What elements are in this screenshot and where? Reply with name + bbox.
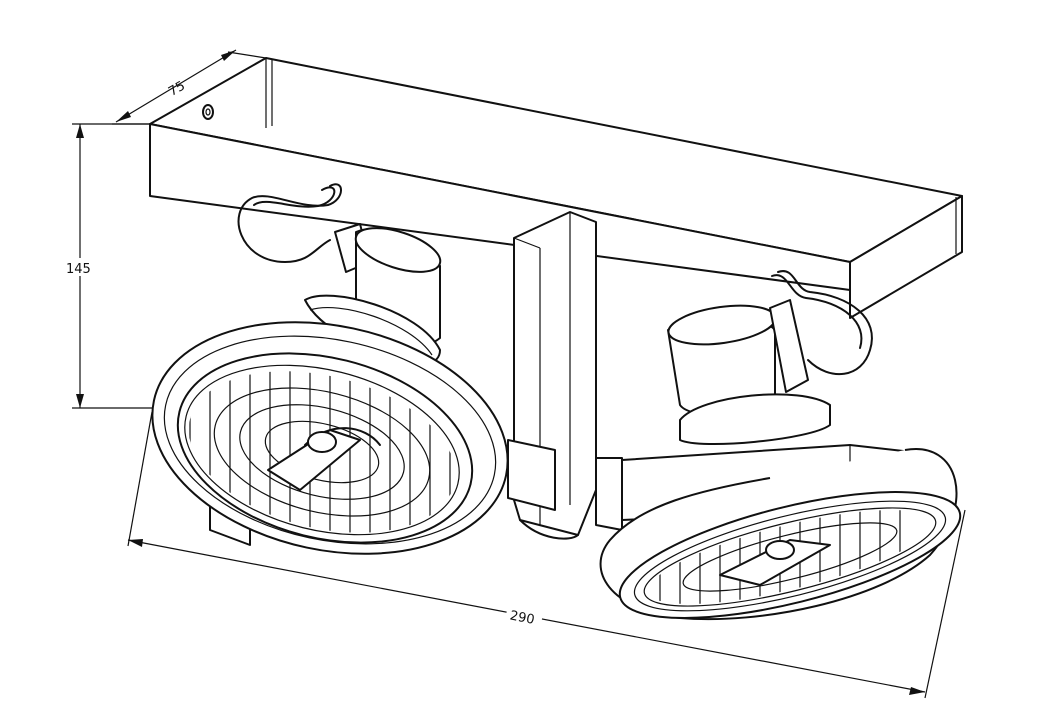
right-spotlight [599, 299, 962, 621]
left-spotlight [151, 223, 509, 559]
mounting-plate [149, 57, 963, 319]
left-reflector-icon [189, 360, 451, 559]
screw-hole-icon [202, 104, 214, 120]
dimension-height: 145 [64, 123, 152, 409]
center-bracket [507, 211, 623, 540]
dimension-length-label: 290 [509, 608, 536, 627]
cables [237, 183, 873, 376]
dimension-length: 290 [127, 411, 966, 699]
dimension-depth-label: 75 [166, 79, 188, 100]
dimension-height-label: 145 [66, 262, 91, 277]
